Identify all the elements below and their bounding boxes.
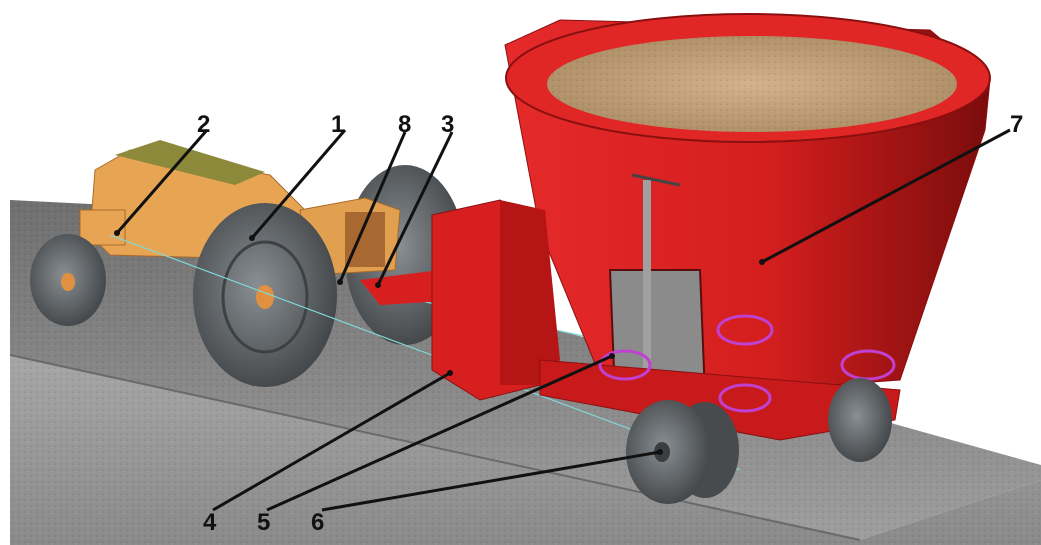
leader-end-2 [114,230,120,236]
leader-line-6 [321,450,661,512]
leader-end-4 [447,370,453,376]
mixer-vertical-post [643,180,651,380]
leader-line-4 [212,371,451,512]
leader-end-5 [609,353,615,359]
tractor-rear-hub [256,285,274,309]
leader-end-8 [337,279,343,285]
leader-line-8 [338,131,407,283]
callout-label-8: 8 [398,111,411,138]
tractor-rear-wheel-rim [221,240,309,354]
mixer-housing-side [500,200,560,385]
road-side-texture [10,355,1041,545]
callout-label-3: 3 [441,111,454,138]
leader-end-7 [759,259,765,265]
callouts: 1 2 3 8 7 4 5 6 [114,111,1023,536]
leader-end-3 [375,282,381,288]
mixer-wagon [431,13,991,504]
leader-line-1 [250,129,347,239]
auger-bearing-3 [718,383,772,413]
leader-line-3 [376,131,454,286]
callout-label-5: 5 [257,509,270,536]
auger-bearing-4 [840,349,896,381]
callout-label-4: 4 [203,509,217,536]
leader-line-5 [266,354,613,512]
leader-line-2 [115,129,209,234]
road-edge [9,354,861,541]
tractor-front-hub [61,273,75,291]
leader-line-7 [761,128,1011,264]
mixer-wheel-rear [828,378,892,462]
leader-end-1 [249,235,255,241]
callout-label-1: 1 [331,111,344,138]
auger-bearing-2 [716,314,774,346]
tractor-roof [115,140,265,185]
callout-label-7: 7 [1010,111,1023,138]
auger-bearing-1 [598,349,652,381]
leader-end-6 [657,449,663,455]
tractor-front-bracket [79,209,126,246]
callout-label-6: 6 [311,509,324,536]
callout-label-2: 2 [197,111,210,138]
mixer-lever [631,173,681,187]
mixer-feed-texture [547,36,957,132]
